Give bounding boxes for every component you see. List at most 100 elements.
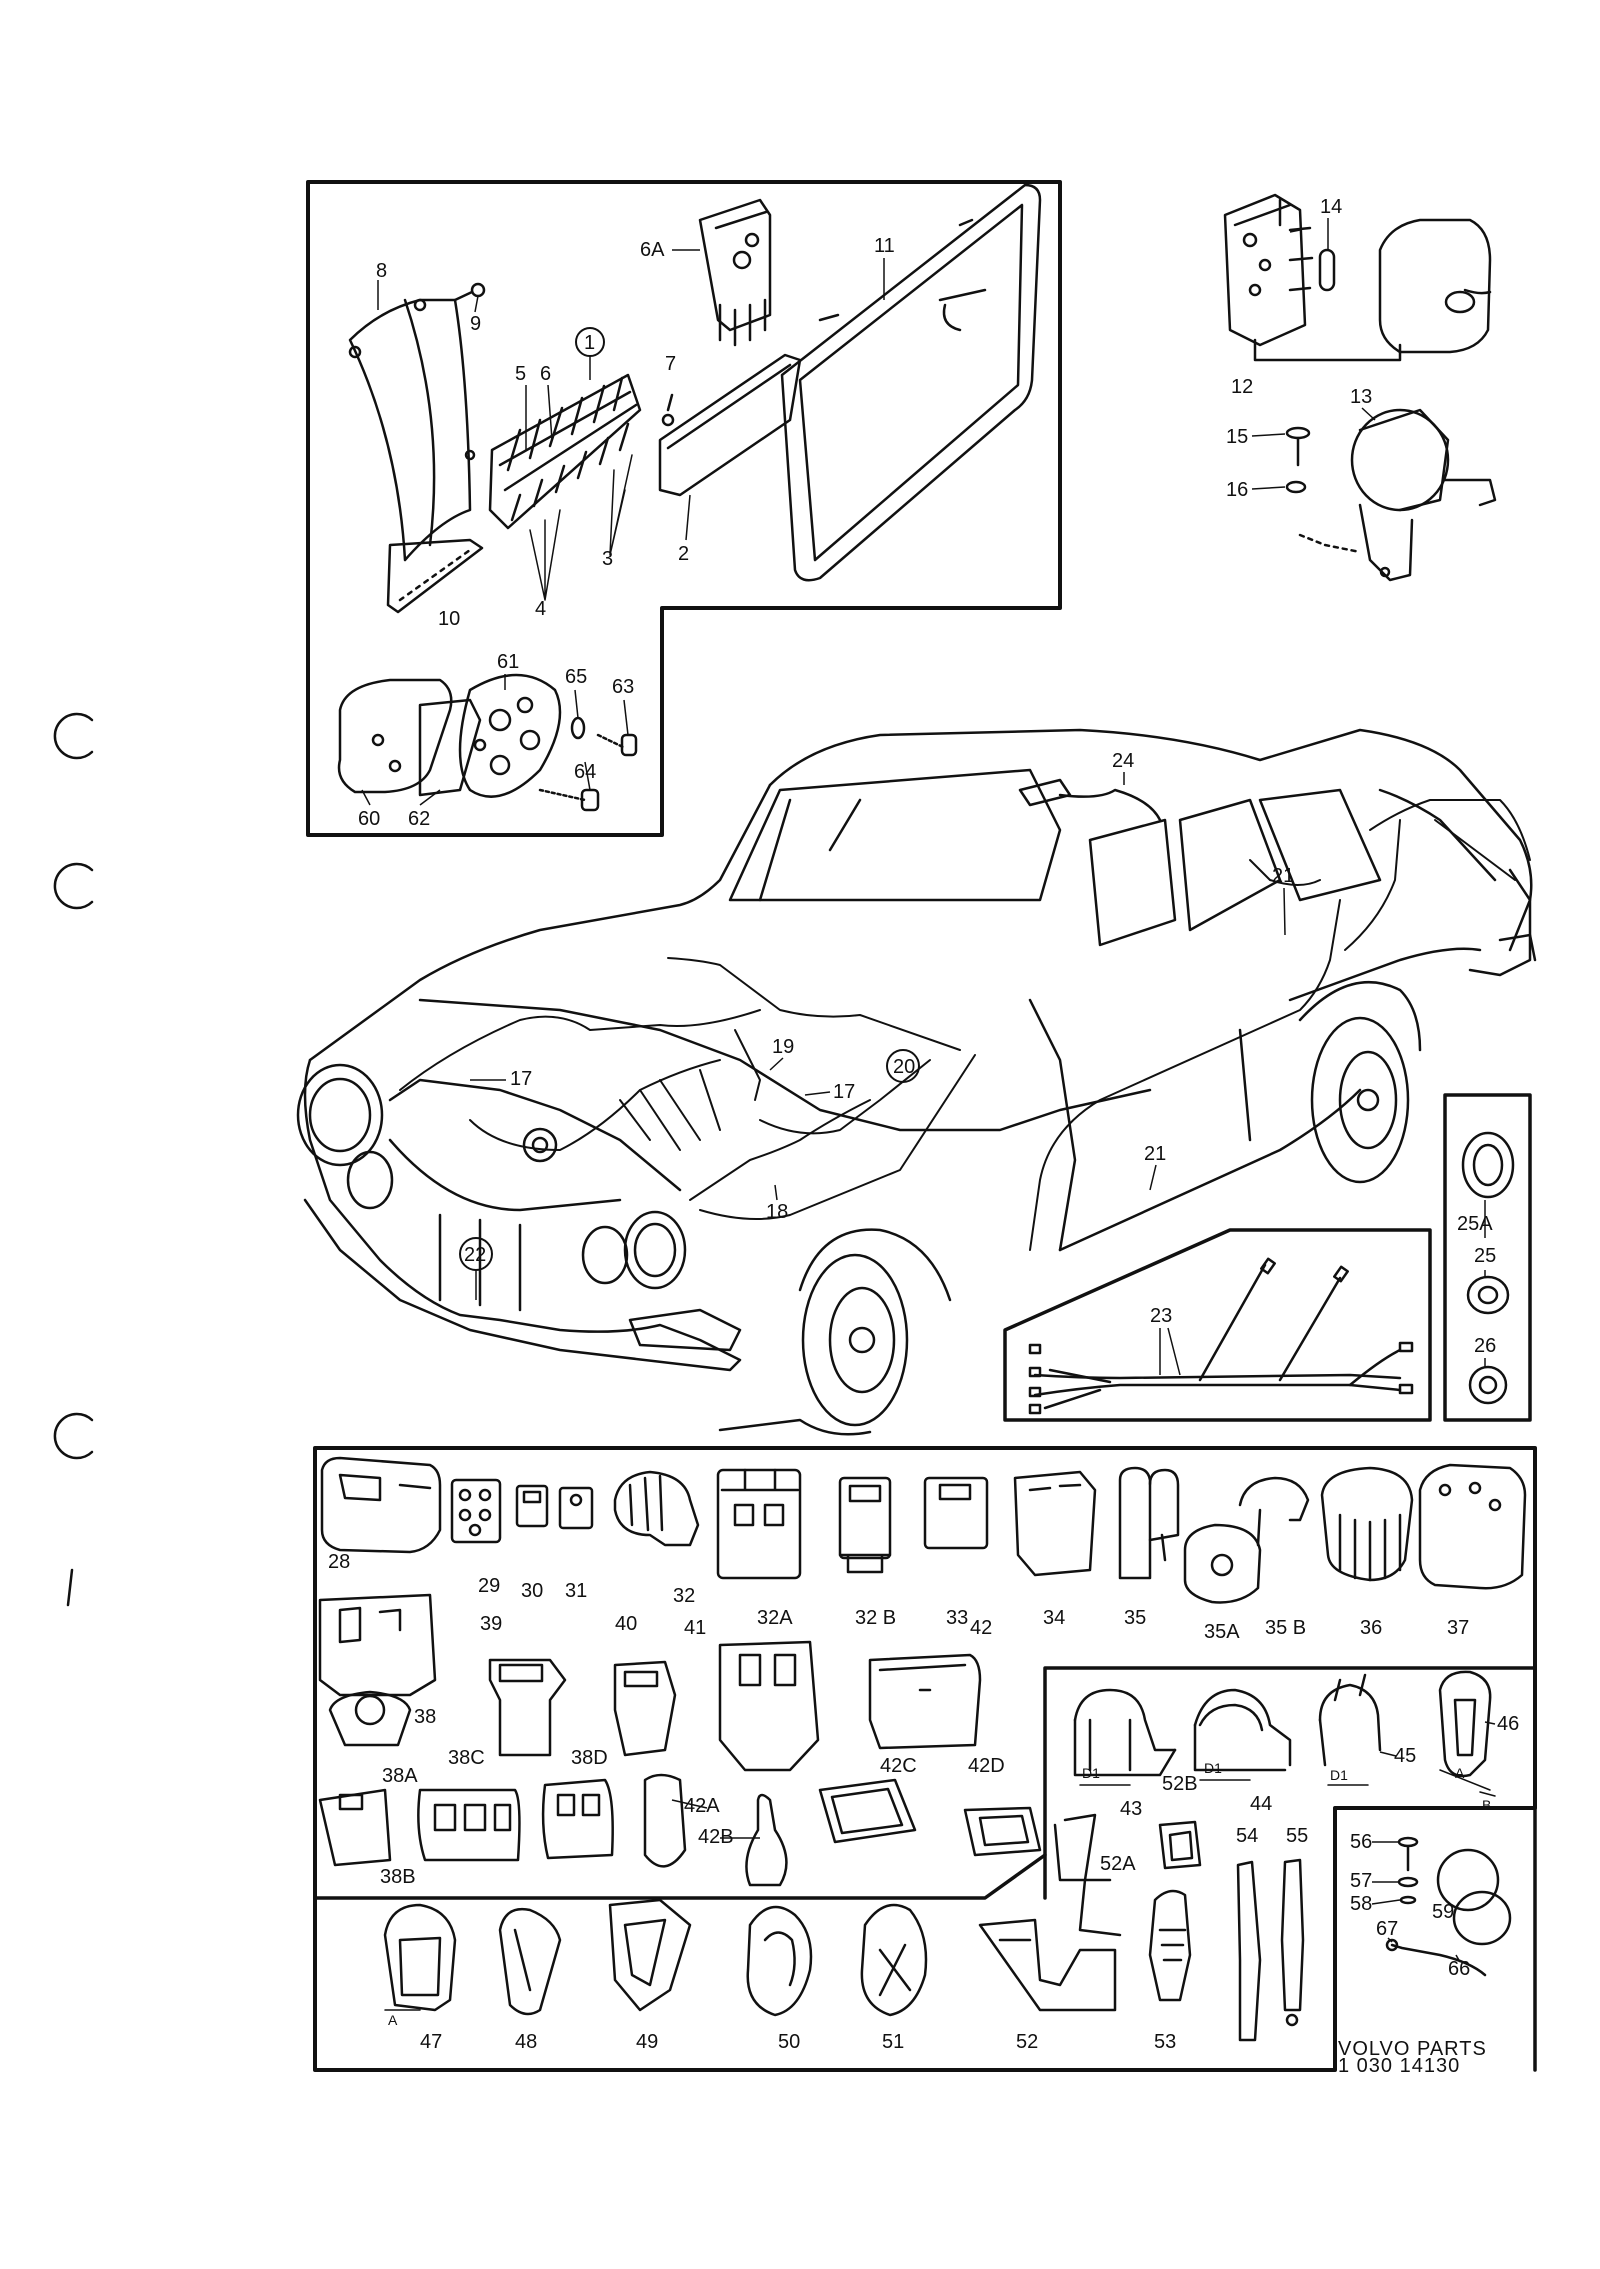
part-label-48: 48 [515,2031,537,2053]
connector-39 [488,1658,567,1757]
part-label-67: 67 [1376,1918,1398,1940]
relay-6a [698,198,772,347]
part-label-62: 62 [408,808,430,830]
part-label-25: 25 [1474,1245,1496,1267]
connector-38c [417,1788,521,1862]
part-label-42a: 42A [684,1795,720,1817]
fuse-bracket-8 [348,298,476,562]
clip-43 [1073,1688,1177,1777]
leader [1251,486,1286,490]
part-label-47: 47 [420,2031,442,2053]
washer-65 [570,716,586,740]
part-label-42d: 42D [968,1755,1005,1777]
binder-hole [53,1412,94,1460]
part-label-57: 57 [1350,1870,1372,1892]
washer-16 [1285,480,1307,494]
leader [474,295,479,313]
leader [584,761,591,791]
connector-42 [868,1653,982,1750]
leader [1484,1721,1496,1725]
connector-33 [923,1476,989,1550]
harness-23 [1028,1257,1414,1415]
screw-15 [1285,426,1311,467]
part-label-53: 53 [1154,2031,1176,2053]
binder-hole [53,862,94,910]
washer-57 [1397,1876,1419,1888]
part-label-38b: 38B [380,1866,416,1888]
leader [623,699,629,736]
strap-53 [1148,1889,1192,2002]
clip-52 [978,1918,1117,2012]
clip-52b [1158,1820,1202,1870]
part-label-24: 24 [1112,750,1134,772]
part-label-58: 58 [1350,1893,1372,1915]
part-label-30: 30 [521,1580,543,1602]
part-label-33: 33 [946,1607,968,1629]
washer-58 [1399,1895,1417,1905]
part-label-29: 29 [478,1575,500,1597]
seal-42d [963,1806,1042,1857]
leader [529,509,561,601]
dimension-lines [1079,1769,1496,1797]
part-label-26: 26 [1474,1335,1496,1357]
leader [1251,433,1286,437]
leader [1387,1937,1393,1943]
leader [574,689,579,719]
grommet-25a [1461,1131,1515,1199]
part-label-21a: 21 [1272,865,1294,887]
part-label-38c: 38C [448,1747,485,1769]
clip-48 [498,1907,562,2016]
fuse-block [488,373,642,530]
part-label-42b: 42B [698,1826,734,1848]
part-label-28: 28 [328,1551,350,1573]
connector-28 [320,1456,442,1554]
part-label-32: 32 [673,1585,695,1607]
clip-51 [860,1903,928,2017]
connector-36 [1320,1466,1414,1582]
part-label-52a: 52A [1100,1853,1136,1875]
part-label-40: 40 [615,1613,637,1635]
boot-42b [745,1793,788,1887]
dim-label-a: A [388,2012,398,2028]
part-label-55: 55 [1286,1825,1308,1847]
seal-42c [818,1778,917,1844]
part-label-2: 2 [678,543,689,565]
leader [1149,1164,1157,1191]
clip-45 [1318,1673,1382,1767]
clip-47 [383,1903,457,2012]
part-label-65: 65 [565,666,587,688]
caption-line-1: VOLVO PARTS [1338,2038,1487,2060]
part-label-52: 52 [1016,2031,1038,2053]
binder-hole [53,712,94,760]
leader [1455,1954,1461,1963]
leader [1361,407,1376,421]
part-label-32a: 32A [757,1607,793,1629]
clip-50 [746,1905,813,2017]
leader [1371,1899,1401,1905]
binder-hole [66,1568,74,1607]
part-label-10: 10 [438,608,460,630]
part-label-59: 59 [1432,1901,1454,1923]
leader [671,1799,708,1809]
part-label-6: 6 [540,363,551,385]
part-label-8: 8 [376,260,387,282]
connector-35a [1183,1523,1262,1604]
clip-46 [1438,1670,1492,1778]
part-label-21b: 21 [1144,1143,1166,1165]
connector-37 [1418,1463,1527,1590]
fastener-box [1333,1806,1537,2072]
part-label-17a: 17 [510,1068,532,1090]
part-label-13: 13 [1350,386,1372,408]
connector-60-62 [337,673,562,798]
part-label-35b: 35 B [1265,1617,1306,1639]
fusebox-frame [306,180,1062,837]
dim-label-d1: D1 [1330,1767,1348,1783]
connector-38d [541,1778,614,1860]
caption-line-2: 1 030 14130 [1338,2055,1460,2077]
part-label-14: 14 [1320,196,1342,218]
leader [1283,887,1286,936]
part-label-11: 11 [874,235,895,257]
grommet-25 [1466,1275,1510,1315]
part-label-56: 56 [1350,1831,1372,1853]
